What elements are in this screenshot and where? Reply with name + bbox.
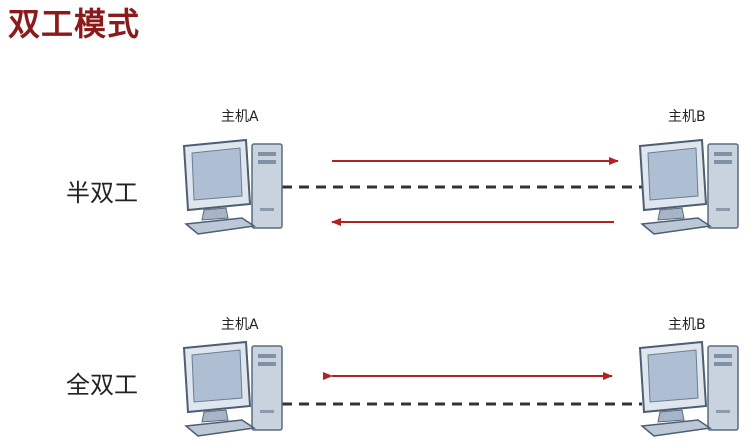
full-duplex-label: 全双工 xyxy=(66,371,138,399)
half-duplex-host-a-computer-icon xyxy=(180,138,292,236)
half-duplex-host-b-computer-icon xyxy=(636,138,748,236)
full-duplex-host-a-computer-icon xyxy=(180,340,292,438)
half-duplex-label: 半双工 xyxy=(66,179,138,207)
full-duplex-host-b-computer-icon xyxy=(636,340,748,438)
half-duplex-host-b-label: 主机B xyxy=(668,109,706,125)
full-duplex-host-a-label: 主机A xyxy=(221,317,259,333)
full-duplex-host-b-label: 主机B xyxy=(668,317,706,333)
half-duplex-host-a-label: 主机A xyxy=(221,109,259,125)
page-title: 双工模式 xyxy=(8,5,141,43)
